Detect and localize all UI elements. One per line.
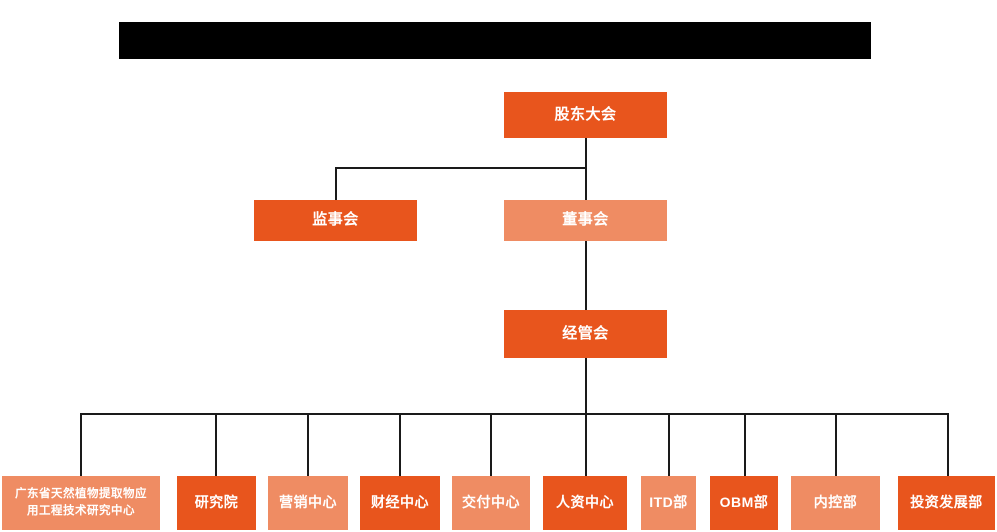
node-delivery-center[interactable]: 交付中心 bbox=[452, 476, 530, 530]
node-research-institute[interactable]: 研究院 bbox=[177, 476, 256, 530]
node-shareholders-meeting[interactable]: 股东大会 bbox=[504, 92, 667, 138]
connector-drop-delivery-center bbox=[490, 413, 492, 476]
node-board-of-supervisors[interactable]: 监事会 bbox=[254, 200, 417, 241]
node-hr-center[interactable]: 人资中心 bbox=[543, 476, 627, 530]
connector-level2-bus bbox=[335, 167, 587, 169]
node-board-of-directors[interactable]: 董事会 bbox=[504, 200, 667, 241]
node-marketing-center[interactable]: 营销中心 bbox=[268, 476, 348, 530]
connector-management-to-bus bbox=[585, 358, 587, 414]
connector-department-bus bbox=[80, 413, 948, 415]
connector-drop-guangdong-research-center bbox=[80, 413, 82, 476]
node-guangdong-research-center-line2: 用工程技术研究中心 bbox=[27, 505, 135, 517]
node-guangdong-research-center[interactable]: 广东省天然植物提取物应 用工程技术研究中心 bbox=[2, 476, 160, 530]
connector-drop-obm-department bbox=[744, 413, 746, 476]
connector-drop-finance-center bbox=[399, 413, 401, 476]
connector-drop-marketing-center bbox=[307, 413, 309, 476]
connector-directors-to-management bbox=[585, 241, 587, 310]
connector-drop-itd-department bbox=[668, 413, 670, 476]
connector-to-supervisors bbox=[335, 167, 337, 200]
connector-shareholders-down bbox=[585, 138, 587, 168]
node-investment-development-department[interactable]: 投资发展部 bbox=[898, 476, 995, 530]
connector-drop-research-institute bbox=[215, 413, 217, 476]
connector-drop-hr-center bbox=[585, 413, 587, 476]
connector-to-directors bbox=[585, 167, 587, 200]
node-management-committee[interactable]: 经管会 bbox=[504, 310, 667, 358]
redacted-title-bar bbox=[119, 22, 871, 59]
connector-drop-internal-control-department bbox=[835, 413, 837, 476]
node-obm-department[interactable]: OBM部 bbox=[710, 476, 778, 530]
node-guangdong-research-center-line1: 广东省天然植物提取物应 bbox=[15, 488, 147, 501]
connector-drop-investment-development-department bbox=[947, 413, 949, 476]
node-itd-department[interactable]: ITD部 bbox=[641, 476, 696, 530]
node-finance-center[interactable]: 财经中心 bbox=[360, 476, 440, 530]
node-internal-control-department[interactable]: 内控部 bbox=[791, 476, 880, 530]
